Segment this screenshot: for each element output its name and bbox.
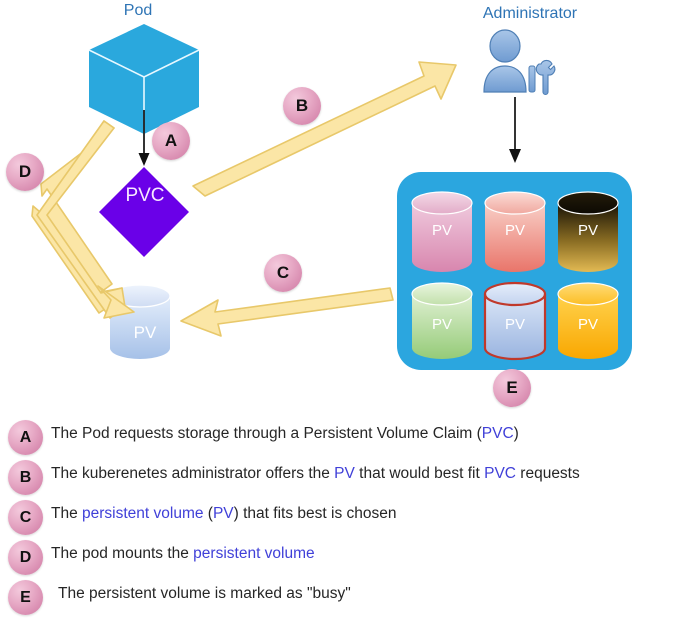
legend-badge-d: D (8, 540, 43, 575)
administrator-icon (483, 29, 556, 96)
legend-row: B The kuberenetes administrator offers th… (0, 458, 673, 498)
legend-highlight-term: PV (334, 465, 355, 482)
legend-list: A The Pod requests storage through a Pers… (0, 418, 673, 618)
pool-volume-6 (557, 282, 619, 359)
legend-text: The pod mounts the persistent volume (51, 545, 315, 563)
pool-volume-5-selected (483, 281, 547, 361)
step-badge-b: B (283, 87, 321, 125)
arrow-c-pool-to-pv (180, 287, 394, 337)
legend-text: The Pod requests storage through a Persi… (51, 425, 519, 443)
legend-highlight-term: persistent volume (193, 545, 315, 562)
legend-row: C The persistent volume (PV) that fits be… (0, 498, 673, 538)
arrow-pod-to-pvc (138, 110, 150, 166)
legend-plain-text: ) that fits best is chosen (233, 505, 397, 522)
legend-plain-text: ) (513, 425, 519, 442)
legend-plain-text: The pod mounts the (51, 545, 194, 562)
legend-row: D The pod mounts the persistent volume (0, 538, 673, 578)
legend-badge-b: B (8, 460, 43, 495)
arrow-b-pvc-to-admin (192, 61, 457, 197)
legend-row: A The Pod requests storage through a Pers… (0, 418, 673, 458)
legend-badge-a: A (8, 420, 43, 455)
pool-volume-2 (484, 191, 546, 272)
legend-plain-text: ( (203, 505, 213, 522)
legend-badge-c: C (8, 500, 43, 535)
legend-row: E The persistent volume is marked as "bus… (0, 578, 673, 618)
legend-text: The kuberenetes administrator offers the… (51, 465, 580, 483)
administrator-caption: Administrator (482, 5, 578, 22)
step-badge-a: A (152, 122, 190, 160)
pool-volume-1 (411, 191, 473, 272)
legend-highlight-term: PV (212, 505, 234, 522)
pod-cube-icon (88, 24, 200, 134)
legend-plain-text: The (51, 505, 83, 522)
legend-highlight-term: persistent volume (82, 505, 204, 522)
legend-text: The persistent volume is marked as "busy… (58, 585, 351, 603)
pod-caption: Pod (123, 2, 153, 19)
step-badge-c: C (264, 254, 302, 292)
legend-highlight-term: PVC (484, 465, 516, 482)
step-badge-e: E (493, 369, 531, 407)
arrow-admin-to-pool (509, 97, 521, 163)
arrow-d-pod-to-pv (31, 120, 135, 319)
pool-volume-3 (557, 191, 619, 272)
legend-plain-text: The persistent volume is marked as "busy… (58, 585, 351, 602)
legend-text: The persistent volume (PV) that fits bes… (51, 505, 396, 523)
pool-volume-4 (411, 282, 473, 359)
legend-badge-e: E (8, 580, 43, 615)
pvc-diamond (99, 167, 189, 257)
legend-highlight-term: PVC (481, 425, 514, 442)
legend-plain-text: requests (515, 465, 580, 482)
legend-plain-text: The Pod requests storage through a Persi… (51, 425, 482, 442)
legend-plain-text: The kuberenetes administrator offers the (51, 465, 335, 482)
legend-plain-text: that would best fit (354, 465, 485, 482)
step-badge-d: D (6, 153, 44, 191)
